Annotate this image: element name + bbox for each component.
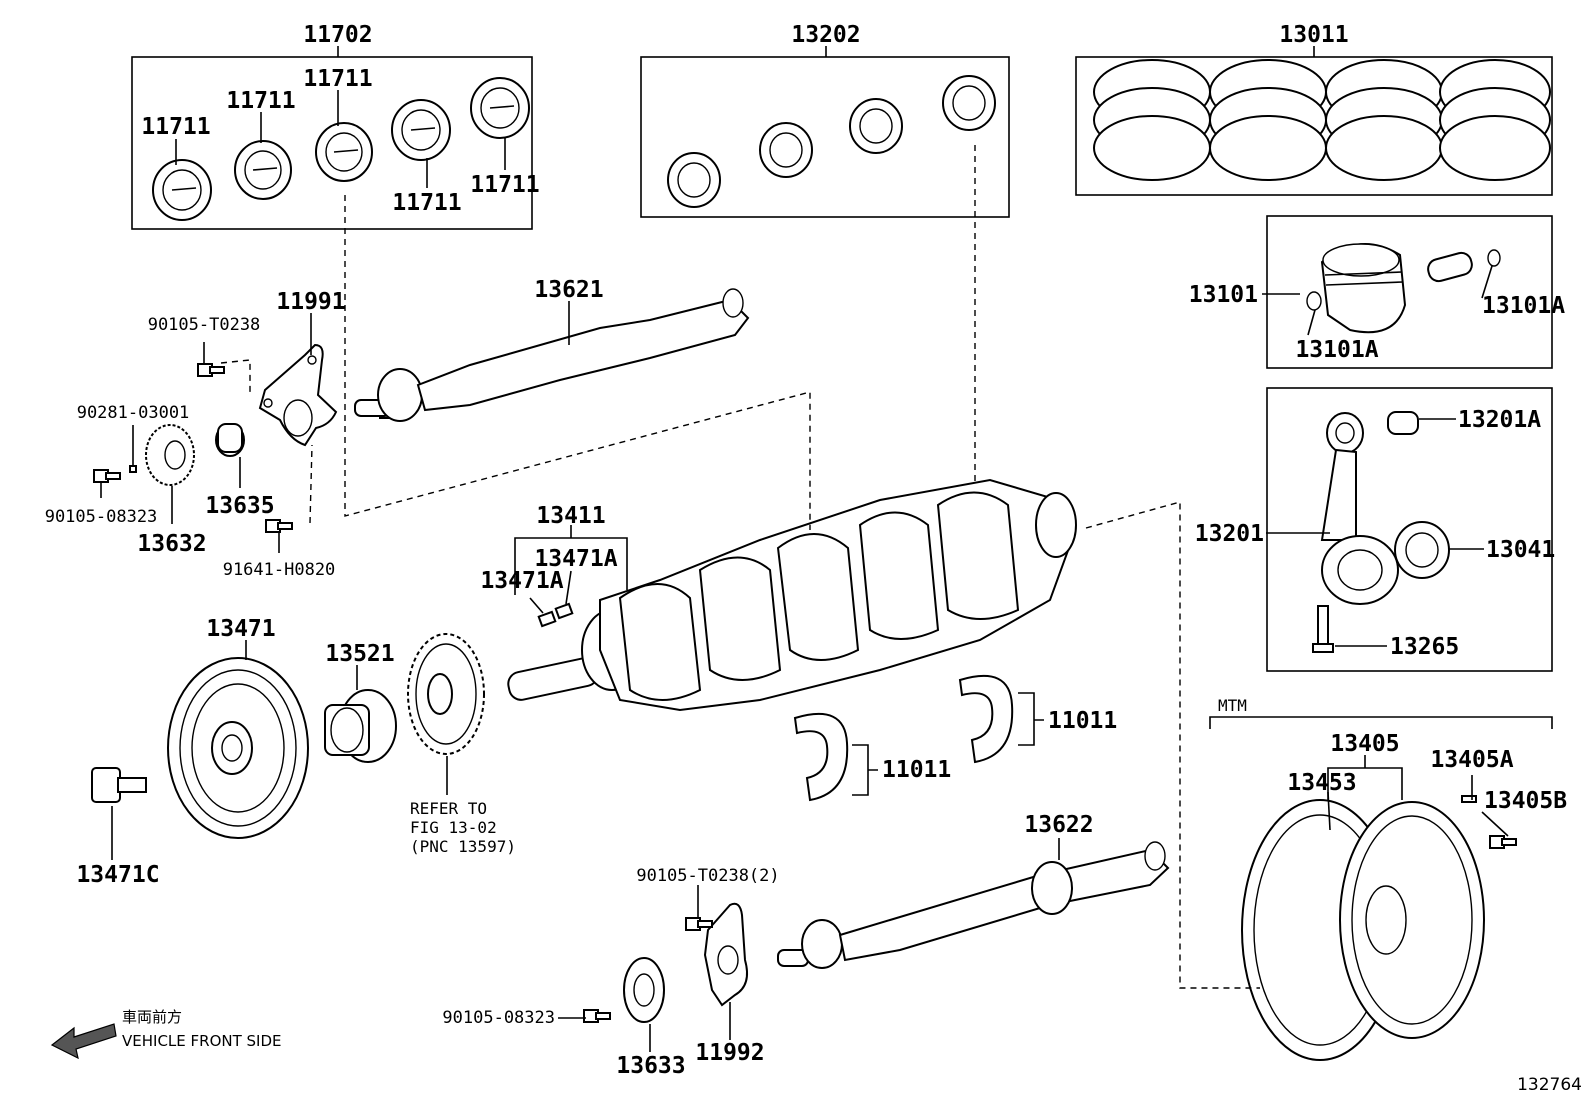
callout-13471: 13471 xyxy=(206,616,275,642)
callout-11992: 11992 xyxy=(695,1040,764,1066)
callout-90281-03001: 90281-03001 xyxy=(77,403,190,423)
callout-13101a: 13101A xyxy=(1482,293,1565,319)
bottom-bolts xyxy=(583,917,713,1023)
figure-number: 132764 xyxy=(1517,1075,1582,1095)
piston xyxy=(1306,243,1501,334)
callout-13622: 13622 xyxy=(1024,812,1093,838)
callout-13405: 13405 xyxy=(1330,731,1399,757)
callout-13041: 13041 xyxy=(1486,537,1555,563)
callout-13011: 13011 xyxy=(1279,22,1348,48)
callout-13621: 13621 xyxy=(534,277,603,303)
callout-13632: 13632 xyxy=(137,531,206,557)
leader-lines xyxy=(100,90,1509,1052)
box-conrod xyxy=(1266,387,1553,672)
front-label-jp: 車両前方 xyxy=(122,1008,182,1026)
crank-pulley xyxy=(167,657,309,839)
callout-13405b: 13405B xyxy=(1484,788,1567,814)
callout-11702: 11702 xyxy=(303,22,372,48)
pulley-bolt xyxy=(91,767,147,803)
mtm-label: MTM xyxy=(1218,696,1247,715)
callout-11991: 11991 xyxy=(276,289,345,315)
callout-91641-h0820: 91641-H0820 xyxy=(223,560,336,580)
callout-13633: 13633 xyxy=(616,1053,685,1079)
refer-line-3: (PNC 13597) xyxy=(410,837,516,856)
callout-11711: 11711 xyxy=(303,66,372,92)
callout-13471a: 13471A xyxy=(534,546,617,572)
callout-13201a: 13201A xyxy=(1458,407,1541,433)
callout-11711: 11711 xyxy=(392,190,461,216)
crankshaft xyxy=(507,478,1077,712)
balancer-gear-13632 xyxy=(145,424,195,486)
callout-90105-08323: 90105-08323 xyxy=(45,507,158,527)
balance-shaft-13622 xyxy=(777,841,1170,969)
callout-13411: 13411 xyxy=(536,503,605,529)
thrust-washers xyxy=(793,675,1014,802)
balancer-plate-11991 xyxy=(258,343,338,447)
refer-line-1: REFER TO xyxy=(410,799,487,818)
callout-13265: 13265 xyxy=(1390,634,1459,660)
callout-11011: 11011 xyxy=(1048,708,1117,734)
callout-13453: 13453 xyxy=(1287,770,1356,796)
box-11702 xyxy=(131,56,533,230)
callout-11711: 11711 xyxy=(141,114,210,140)
callout-90105-08323: 90105-08323 xyxy=(442,1008,555,1028)
balancer-plate-11992 xyxy=(703,902,748,1007)
callout-labels: 11702 11711 11711 11711 11711 11711 1320… xyxy=(45,22,1582,1095)
mtm-bracket xyxy=(1209,716,1553,729)
refer-line-2: FIG 13-02 xyxy=(410,818,497,837)
crank-bearing-set xyxy=(152,77,530,221)
callout-13471c: 13471C xyxy=(76,862,159,888)
callout-13405a: 13405A xyxy=(1430,747,1513,773)
timing-sprocket xyxy=(407,633,485,755)
crank-gear xyxy=(324,689,397,763)
collar-13635 xyxy=(215,423,245,457)
balancer-gear-13633 xyxy=(623,957,665,1023)
box-piston xyxy=(1266,215,1553,369)
callout-13471a: 13471A xyxy=(480,568,563,594)
callout-13521: 13521 xyxy=(325,641,394,667)
callout-13101: 13101 xyxy=(1189,282,1258,308)
callout-11711: 11711 xyxy=(470,172,539,198)
dashed-guides xyxy=(220,145,1260,989)
callout-11711: 11711 xyxy=(226,88,295,114)
front-label-en: VEHICLE FRONT SIDE xyxy=(122,1032,282,1050)
connecting-rod xyxy=(1312,411,1450,653)
box-13202 xyxy=(640,56,1010,218)
piston-ring-sets xyxy=(1093,59,1551,181)
callout-90105-t0238: 90105-T0238 xyxy=(148,315,261,335)
balance-shaft-13621 xyxy=(354,288,750,422)
front-arrow-icon xyxy=(50,1023,117,1060)
callout-13635: 13635 xyxy=(205,493,274,519)
callout-13201: 13201 xyxy=(1195,521,1264,547)
small-bolts xyxy=(93,363,293,533)
callout-13202: 13202 xyxy=(791,22,860,48)
callout-11011: 11011 xyxy=(882,757,951,783)
rod-bearing-set xyxy=(667,75,996,208)
callout-90105-t0238-2: 90105-T0238(2) xyxy=(636,866,779,886)
callout-13101a: 13101A xyxy=(1295,337,1378,363)
flywheel xyxy=(1241,795,1517,1061)
